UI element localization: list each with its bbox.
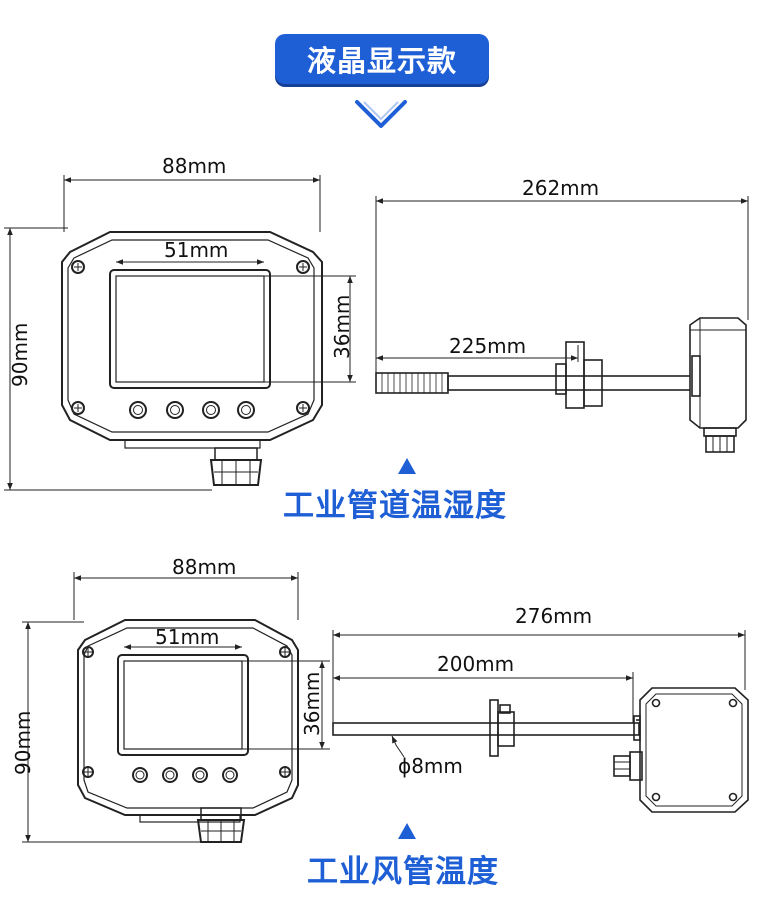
- dim-probe-length-2: 200mm: [437, 652, 515, 676]
- dim-height-1: 90mm: [8, 322, 32, 387]
- dim-screen-width-2: 51mm: [155, 625, 220, 649]
- page-title: 液晶显示款: [275, 34, 489, 84]
- dim-height-2: 90mm: [11, 710, 35, 775]
- dim-width-1: 88mm: [162, 154, 227, 178]
- device-side-view-1: [375, 317, 747, 453]
- dim-width-2: 88mm: [172, 555, 237, 579]
- device-front-view-1: [61, 231, 323, 486]
- caption-air-duct-temp: 工业风管温度: [307, 854, 499, 890]
- dim-probe-length-1: 225mm: [449, 334, 527, 358]
- dim-screen-height-1: 36mm: [330, 294, 354, 359]
- chevron-down-icon: [355, 100, 407, 128]
- caption-duct-temp-humidity: 工业管道温湿度: [283, 488, 507, 524]
- dim-diameter-2: ϕ8mm: [398, 754, 463, 778]
- dimension-lines-1: [4, 175, 749, 491]
- dim-total-length-2: 276mm: [515, 604, 593, 628]
- device-front-view-2: [77, 619, 299, 843]
- device-side-view-2: [332, 687, 749, 813]
- up-triangle-icon: [398, 458, 416, 474]
- dim-screen-height-2: 36mm: [300, 671, 324, 736]
- dim-total-length-1: 262mm: [522, 176, 600, 200]
- dimension-lines-2: [22, 572, 746, 843]
- up-triangle-icon: [398, 823, 416, 839]
- dim-screen-width-1: 51mm: [164, 238, 229, 262]
